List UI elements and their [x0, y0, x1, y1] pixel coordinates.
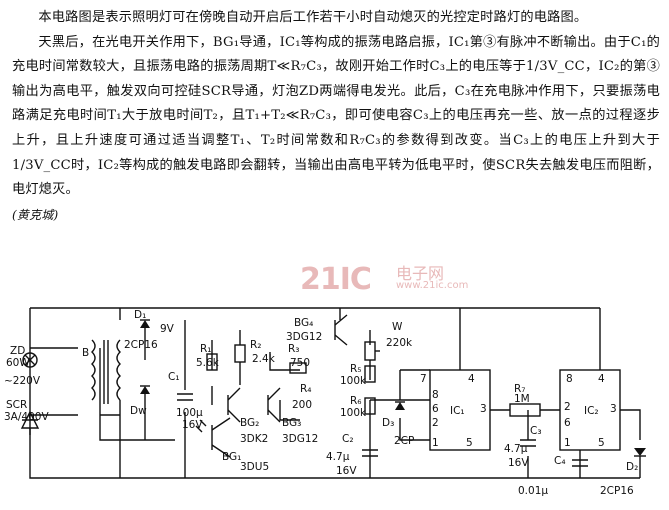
ic2-pin2: 2 — [564, 401, 571, 413]
transistor-bg2: BG₂ 3DK2 3DU5 — [227, 387, 269, 473]
ic1-pin7: 7 — [420, 373, 427, 385]
ic1-pin2: 2 — [432, 417, 439, 429]
r5-label: R₅ — [350, 363, 362, 375]
ic2-pin3: 3 — [610, 403, 617, 415]
resistor-r7: R₇ 1M — [509, 383, 541, 417]
transistor-bg3: BG₃ 3DG12 — [267, 387, 318, 445]
r6-label: R₆ — [350, 395, 362, 407]
scr-label: SCR — [6, 399, 27, 411]
bg3-label: BG₃ — [282, 417, 301, 429]
d1-type-label: 2CP16 — [124, 339, 158, 351]
phototransistor-bg1: BG₁ — [195, 417, 241, 463]
circuit-diagram: ZD 60W ~220V SCR 3A/400V B D₁ 2CP16 9V D… — [4, 307, 646, 497]
bg2-type-label: 3DK2 — [240, 433, 268, 445]
resistor-r4: R₄ 200 — [292, 383, 312, 411]
r2-label: R₂ — [250, 339, 262, 351]
c1-label: C₁ — [168, 371, 180, 383]
ic2-pin6: 6 — [564, 417, 571, 429]
capacitor-c3: C₃ 4.7μ 16V — [504, 425, 542, 469]
c3-volt-label: 16V — [508, 457, 529, 469]
transistor-bg4: BG₄ 3DG12 — [286, 314, 348, 346]
potentiometer-w: W 220k — [364, 321, 413, 361]
bg1-label: BG₁ — [222, 451, 241, 463]
capacitor-c4: C₄ 0.01μ — [518, 455, 588, 497]
watermark-cn: 电子网 — [396, 264, 445, 283]
d2-type-label: 2CP16 — [600, 485, 634, 497]
c4-label: C₄ — [554, 455, 566, 467]
r7-label: R₇ — [514, 383, 526, 395]
c2-label: C₂ — [342, 433, 354, 445]
transformer-label: B — [82, 347, 89, 359]
ic1-chip: IC₁ 7 4 8 6 2 3 1 5 — [420, 369, 491, 451]
resistor-r5: R₅ 100k — [340, 363, 376, 387]
ic2-pin1: 1 — [564, 437, 571, 449]
c3-value-label: 4.7μ — [504, 443, 528, 455]
ic1-pin1: 1 — [432, 437, 439, 449]
d1-label: D₁ — [134, 309, 146, 321]
scr-rating-label: 3A/400V — [4, 411, 49, 423]
c4-value-label: 0.01μ — [518, 485, 548, 497]
intro-paragraph: 本电路图是表示照明灯可在傍晚自动开启后工作若干小时自动熄灭的光控定时路灯的电路图… — [38, 10, 588, 25]
wiring — [29, 307, 641, 479]
capacitor-c2: C₂ 4.7μ 16V — [326, 433, 378, 477]
ic1-pin5: 5 — [466, 437, 473, 449]
ic2-label: IC₂ — [584, 405, 599, 417]
w-value-label: 220k — [386, 337, 413, 349]
c2-value-label: 4.7μ — [326, 451, 350, 463]
r3-label: R₃ — [288, 343, 300, 355]
d2-label: D₂ — [626, 461, 638, 473]
ic1-label: IC₁ — [450, 405, 465, 417]
ic1-pin3: 3 — [480, 403, 487, 415]
r6-value-label: 100k — [340, 407, 367, 419]
diode-d2: D₂ 2CP16 — [600, 448, 646, 497]
transformer-b: B — [82, 339, 121, 404]
ic2-pin5: 5 — [598, 437, 605, 449]
ic1-pin4: 4 — [468, 373, 475, 385]
site-watermark: 21IC 电子网 www.21ic.com — [300, 262, 468, 297]
resistor-r2: R₂ 2.4k — [234, 339, 276, 365]
r3-value-label: 750 — [290, 357, 310, 369]
r5-value-label: 100k — [340, 375, 367, 387]
resistor-r3: R₃ 750 — [288, 343, 310, 374]
resistor-r6: R₆ 100k — [340, 395, 376, 419]
ic2-chip: IC₂ 8 4 2 6 3 1 5 — [559, 369, 621, 451]
bg4-label: BG₄ — [294, 317, 313, 329]
zener-dw: Dw — [130, 385, 150, 417]
mains-label: ~220V — [4, 375, 41, 387]
bg3-type-label: 3DG12 — [282, 433, 318, 445]
r1-value-label: 5.6k — [196, 357, 220, 369]
ic1-pin6: 6 — [432, 403, 439, 415]
bg2-alt-label: 3DU5 — [240, 461, 269, 473]
bg2-label: BG₂ — [240, 417, 259, 429]
author-credit: (黄克城) — [12, 207, 59, 222]
ic2-pin8: 8 — [566, 373, 573, 385]
zd-power-label: 60W — [6, 357, 30, 369]
dw-label: Dw — [130, 405, 147, 417]
watermark-url: www.21ic.com — [396, 280, 469, 291]
description-paragraph: 天黑后，在光电开关作用下，BG₁导通，IC₁等构成的振荡电路启振，IC₁第③有脉… — [12, 34, 660, 198]
scr-triac: SCR 3A/400V — [4, 399, 49, 435]
resistor-r1: R₁ 5.6k — [196, 343, 220, 371]
lamp-zd: ZD 60W ~220V — [4, 345, 41, 387]
bg4-type-label: 3DG12 — [286, 331, 322, 343]
ic1-pin8: 8 — [432, 389, 439, 401]
watermark-logo: 21IC — [300, 262, 372, 297]
ic2-pin4: 4 — [598, 373, 605, 385]
r4-label: R₄ — [300, 383, 312, 395]
r2-value-label: 2.4k — [252, 353, 276, 365]
r7-value-label: 1M — [514, 393, 530, 405]
d3-type-label: 2CP — [394, 435, 414, 447]
diode-d1: D₁ 2CP16 9V — [124, 309, 175, 351]
zd-label: ZD — [10, 345, 25, 357]
d3-label: D₃ — [382, 417, 394, 429]
c3-label: C₃ — [530, 425, 542, 437]
article-text: 本电路图是表示照明灯可在傍晚自动开启后工作若干小时自动熄灭的光控定时路灯的电路图… — [12, 6, 660, 227]
w-label: W — [392, 321, 403, 333]
c1-value-label: 100μ — [176, 407, 203, 419]
c2-volt-label: 16V — [336, 465, 357, 477]
r4-value-label: 200 — [292, 399, 312, 411]
diode-d3: D₃ 2CP — [382, 401, 414, 447]
r1-label: R₁ — [200, 343, 212, 355]
9v-label: 9V — [160, 323, 175, 335]
